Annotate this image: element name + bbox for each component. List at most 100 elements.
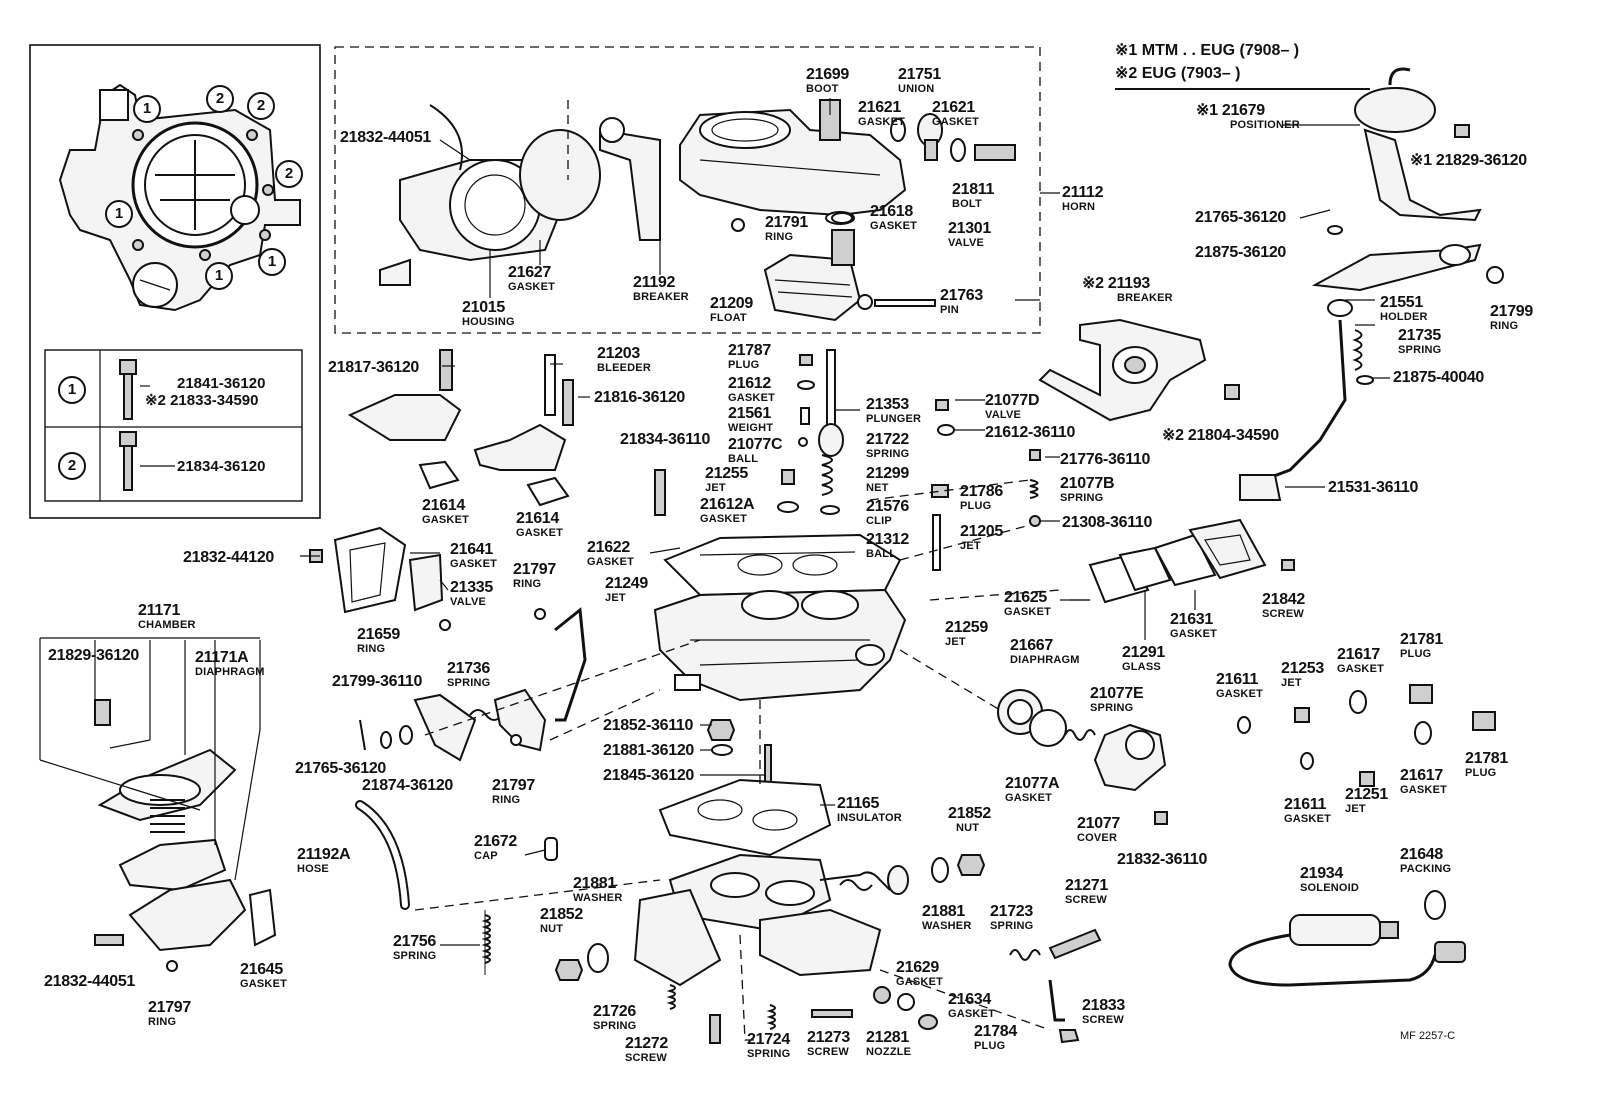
legend-part-21833: ※2 21833-34590: [145, 392, 259, 409]
part-label: 21881-36120: [603, 742, 695, 759]
part-label: 21832-44120: [183, 549, 275, 566]
part-label: 21832-44051: [44, 973, 136, 990]
bottom-springs: [481, 910, 1080, 1044]
diaphragm-cover: [997, 689, 1168, 825]
horn-assembly-outline: [334, 46, 1041, 334]
legend-bolts: [119, 359, 175, 491]
part-label: ※2 21804-34590: [1162, 427, 1279, 444]
union-parts: [731, 113, 1016, 232]
part-label: 21531-36110: [1328, 479, 1419, 496]
float-assembly: [763, 211, 936, 322]
part-label: 21875-36120: [1195, 244, 1287, 261]
choke-chamber: [94, 699, 277, 972]
legend-part-21834: 21834-36120: [177, 458, 266, 475]
part-label: 21845-36120: [603, 767, 695, 784]
carburetor-top-view: [58, 83, 301, 312]
assembly-dash-lines: [414, 100, 1061, 1041]
part-label: 21765-36120: [1195, 209, 1287, 226]
circle-marker-1: 1: [105, 200, 133, 228]
legend-mark-2: 2: [58, 452, 86, 480]
leader-lines: [39, 98, 1390, 946]
pump-plunger: [777, 349, 844, 545]
throttle-link: [1239, 225, 1504, 501]
hose-cap: [355, 800, 558, 910]
part-label: 21799-36110: [332, 673, 423, 690]
part-label: 21834-36110: [620, 431, 711, 448]
legend-part-21841: 21841-36120: [177, 375, 266, 392]
part-label: 21852-36110: [603, 717, 694, 734]
air-horn: [679, 99, 907, 217]
circle-marker-2: 2: [275, 160, 303, 188]
legend-mark-1: 1: [58, 376, 86, 404]
positioner: [1354, 67, 1482, 222]
part-label: 21612-36110: [985, 424, 1076, 441]
legend-table: [44, 349, 303, 502]
circle-marker-2: 2: [247, 92, 275, 120]
note-1: ※1 MTM . . EUG (7908– ): [1115, 42, 1300, 59]
part-label: 21832-36110: [1117, 851, 1208, 868]
notes-underline: [1115, 88, 1370, 90]
insulator-base: [633, 778, 909, 987]
choke-housing: [379, 104, 661, 286]
circle-marker-2: 2: [206, 85, 234, 113]
